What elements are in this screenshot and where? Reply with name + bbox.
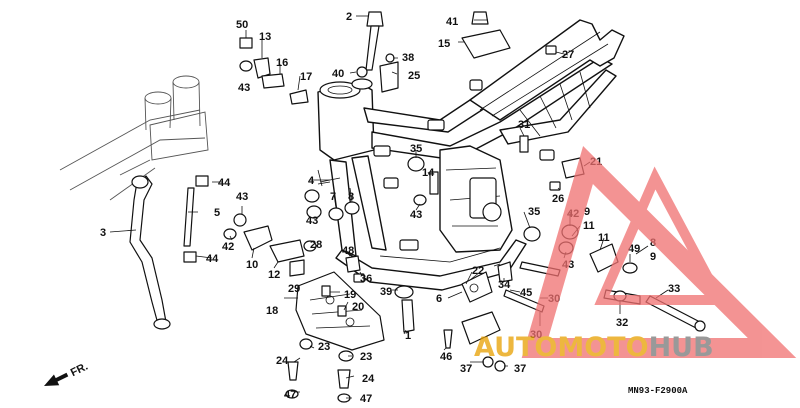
callout-17: 17 [300, 71, 312, 83]
callout-50: 50 [236, 19, 248, 31]
callout-13: 13 [259, 31, 271, 43]
callout-43d: 43 [410, 209, 422, 221]
callout-10: 10 [246, 259, 258, 271]
callout-20: 20 [352, 301, 364, 313]
callout-38: 38 [402, 52, 414, 64]
callout-42b: 42 [222, 241, 234, 253]
callout-43b: 43 [236, 191, 248, 203]
watermark-inner-triangle [594, 166, 729, 305]
callout-25: 25 [408, 70, 420, 82]
callout-35a: 35 [410, 143, 422, 155]
callout-41: 41 [446, 16, 458, 28]
watermark-triangle [521, 146, 797, 358]
callout-37a: 37 [460, 363, 472, 375]
callout-33: 33 [668, 283, 680, 295]
direction-label: FR. [69, 361, 90, 380]
callout-36: 36 [360, 273, 372, 285]
main-frame [317, 19, 625, 291]
callout-1: 1 [405, 330, 411, 342]
callout-11a: 11 [583, 220, 595, 232]
callout-22: 22 [472, 265, 484, 277]
callout-44a: 44 [218, 177, 231, 189]
callout-35b: 35 [528, 206, 540, 218]
callout-40: 40 [332, 68, 344, 80]
callout-9a: 9 [584, 206, 590, 218]
front-direction-arrow: FR. [44, 361, 90, 386]
callout-16: 16 [276, 57, 288, 69]
watermark: AUTOMOTOHUB [474, 146, 797, 363]
callout-28: 28 [310, 239, 322, 251]
callout-24b: 24 [362, 373, 375, 385]
callout-47a: 47 [284, 389, 296, 401]
callout-23b: 23 [360, 351, 372, 363]
callout-3: 3 [100, 227, 106, 239]
callout-8a: 8 [348, 191, 354, 203]
callout-49: 49 [628, 243, 640, 255]
callout-43a: 43 [238, 82, 250, 94]
callout-11b: 11 [598, 232, 610, 244]
callout-2: 2 [346, 11, 352, 23]
callout-44b: 44 [206, 253, 219, 265]
callout-27: 27 [562, 49, 574, 61]
watermark-text-part-1: AUTOMOTO [474, 332, 649, 363]
callout-32: 32 [616, 317, 628, 329]
callout-7: 7 [330, 191, 336, 203]
callout-46: 46 [440, 351, 452, 363]
callout-43c: 43 [306, 215, 318, 227]
callout-26: 26 [552, 193, 564, 205]
callout-34: 34 [498, 279, 511, 291]
watermark-text-part-2: HUB [649, 332, 714, 363]
callout-15: 15 [438, 38, 450, 50]
callout-9b: 9 [650, 251, 656, 263]
callout-12: 12 [268, 269, 280, 281]
svg-text:AUTOMOTOHUB: AUTOMOTOHUB [474, 332, 714, 363]
callout-5: 5 [214, 207, 220, 219]
callout-29: 29 [288, 283, 300, 295]
callout-14: 14 [422, 167, 435, 179]
callout-19: 19 [344, 289, 356, 301]
callout-6: 6 [436, 293, 442, 305]
callout-48: 48 [342, 245, 354, 257]
callout-18: 18 [266, 305, 278, 317]
callout-23a: 23 [318, 341, 330, 353]
drawing-code: MN93-F2900A [628, 386, 688, 396]
callout-31: 31 [518, 119, 530, 131]
callout-47b: 47 [360, 393, 372, 405]
callout-37b: 37 [514, 363, 526, 375]
callout-45: 45 [520, 287, 532, 299]
callout-24a: 24 [276, 355, 289, 367]
callout-4: 4 [308, 175, 315, 187]
callout-39: 39 [380, 286, 392, 298]
